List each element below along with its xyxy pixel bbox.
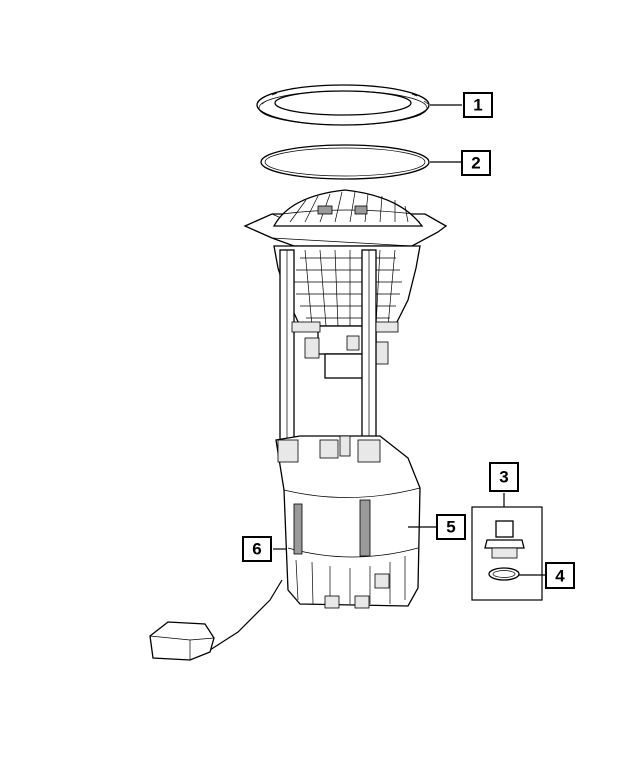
callout-3: 3: [489, 462, 519, 492]
o-ring-seal: [260, 144, 430, 180]
regulator-kit-box: [471, 493, 543, 601]
fuel-pump-module: [149, 189, 448, 661]
callout-label-5: 5: [446, 518, 455, 537]
callout-1: 1: [463, 92, 493, 118]
callout-label-3: 3: [499, 468, 508, 487]
callout-4: 4: [545, 562, 575, 589]
callout-2: 2: [461, 150, 491, 176]
callout-5: 5: [436, 514, 466, 540]
callout-6: 6: [242, 536, 272, 562]
callout-label-1: 1: [473, 96, 482, 115]
lock-ring: [256, 84, 430, 126]
callout-label-2: 2: [471, 154, 480, 173]
callout-label-4: 4: [555, 567, 565, 586]
callout-label-6: 6: [252, 540, 261, 559]
